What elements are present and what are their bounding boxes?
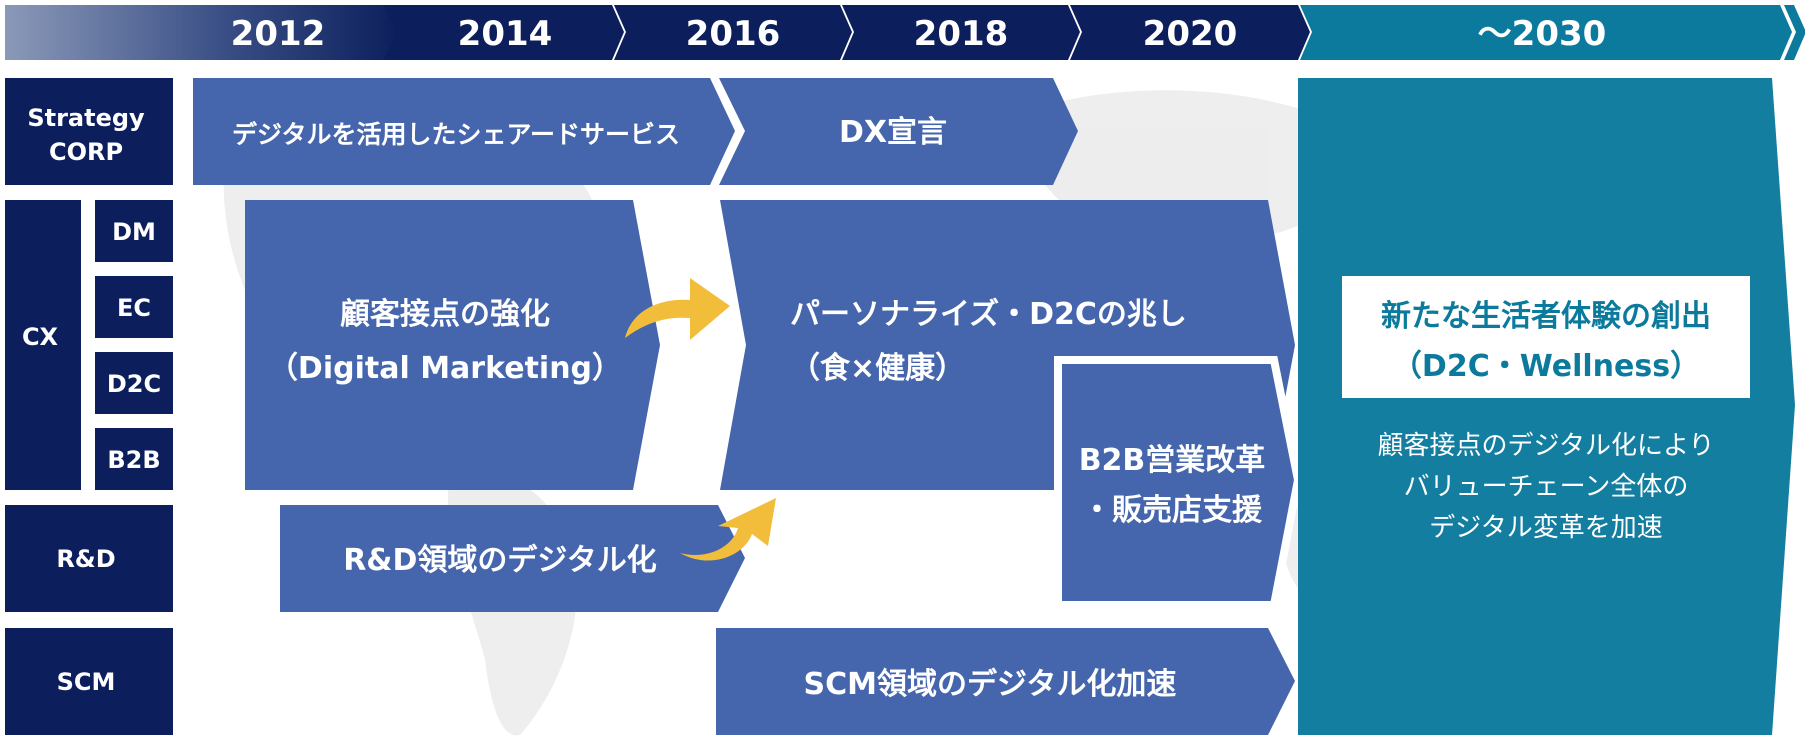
block-b2b-reform xyxy=(1054,356,1303,609)
timeline-header: 2012 2014 2016 2018 2020 〜2030 xyxy=(5,5,1805,60)
row-label-strategy-text: CORP xyxy=(49,138,123,166)
block-dx-declaration-text: DX宣言 xyxy=(839,115,947,150)
block-b2b-reform-text: ・販売店支援 xyxy=(1082,493,1263,528)
year-label: 2020 xyxy=(1143,14,1238,54)
timeline-segment-2018 xyxy=(842,5,1080,60)
row-label-cx xyxy=(5,200,81,490)
vision-headline-text: （D2C・Wellness） xyxy=(1392,349,1700,384)
row-label-ec xyxy=(95,276,173,338)
timeline-segment-2020 xyxy=(1070,5,1310,60)
row-label-ec-text: EC xyxy=(117,294,151,322)
vision-headline-box xyxy=(1342,276,1750,398)
block-customer-touchpoint xyxy=(245,200,660,490)
row-label-d2c xyxy=(95,352,173,414)
year-label-future: 〜2030 xyxy=(1478,14,1607,54)
block-scm-digital xyxy=(716,628,1295,735)
vision-body-text: バリューチェーン全体の xyxy=(1404,472,1689,502)
row-label-d2c-text: D2C xyxy=(107,370,161,398)
vision-body-text: デジタル変革を加速 xyxy=(1429,513,1662,543)
block-dx-declaration xyxy=(719,78,1078,185)
vision-panel-bg xyxy=(1298,78,1795,735)
year-label: 2018 xyxy=(914,14,1009,54)
row-label-dm xyxy=(95,200,173,262)
timeline-tail-arrow xyxy=(1784,5,1805,60)
row-label-dm-text: DM xyxy=(112,218,156,246)
block-customer-touchpoint-text: 顧客接点の強化 xyxy=(340,297,550,332)
vision-headline-text: 新たな生活者体験の創出 xyxy=(1381,299,1711,334)
block-personalize-text: （食×健康） xyxy=(790,351,965,386)
block-shared-service xyxy=(193,78,735,185)
timeline-segment-2016 xyxy=(614,5,852,60)
block-shared-service-text: デジタルを活用したシェアードサービス xyxy=(232,120,680,149)
timeline-segment-2014 xyxy=(384,5,624,60)
row-label-b2b xyxy=(95,428,173,490)
curved-arrow-icon xyxy=(625,278,730,340)
row-label-rd xyxy=(5,505,173,612)
block-customer-touchpoint-text: （Digital Marketing） xyxy=(268,351,622,386)
year-label: 2014 xyxy=(458,14,553,54)
curved-arrow-icon xyxy=(680,498,776,561)
transition-arrows xyxy=(625,278,776,561)
year-label: 2016 xyxy=(686,14,781,54)
block-rd-digital xyxy=(280,505,745,612)
row-label-cx-text: CX xyxy=(22,323,59,351)
row-labels: Strategy CORP CX DM EC D2C B2B R&D SCM xyxy=(5,78,173,735)
row-label-scm xyxy=(5,628,173,735)
vision-panel: 新たな生活者体験の創出 （D2C・Wellness） 顧客接点のデジタル化により… xyxy=(1298,78,1795,735)
initiative-blocks: デジタルを活用したシェアードサービス DX宣言 顧客接点の強化 （Digital… xyxy=(193,78,1303,735)
block-scm-digital-text: SCM領域のデジタル化加速 xyxy=(804,667,1177,702)
row-label-rd-text: R&D xyxy=(56,545,115,573)
timeline-gradient-bar xyxy=(5,5,400,60)
row-label-strategy xyxy=(5,78,173,185)
block-rd-digital-text: R&D領域のデジタル化 xyxy=(343,543,657,578)
block-personalize-text: パーソナライズ・D2Cの兆し xyxy=(790,297,1187,332)
timeline-segment-2030 xyxy=(1300,5,1792,60)
vision-body-text: 顧客接点のデジタル化により xyxy=(1378,431,1715,461)
row-label-b2b-text: B2B xyxy=(107,446,160,474)
row-label-strategy-text: Strategy xyxy=(27,104,145,132)
year-label: 2012 xyxy=(231,14,326,54)
row-label-scm-text: SCM xyxy=(57,668,116,696)
block-b2b-reform-text: B2B営業改革 xyxy=(1079,443,1266,478)
